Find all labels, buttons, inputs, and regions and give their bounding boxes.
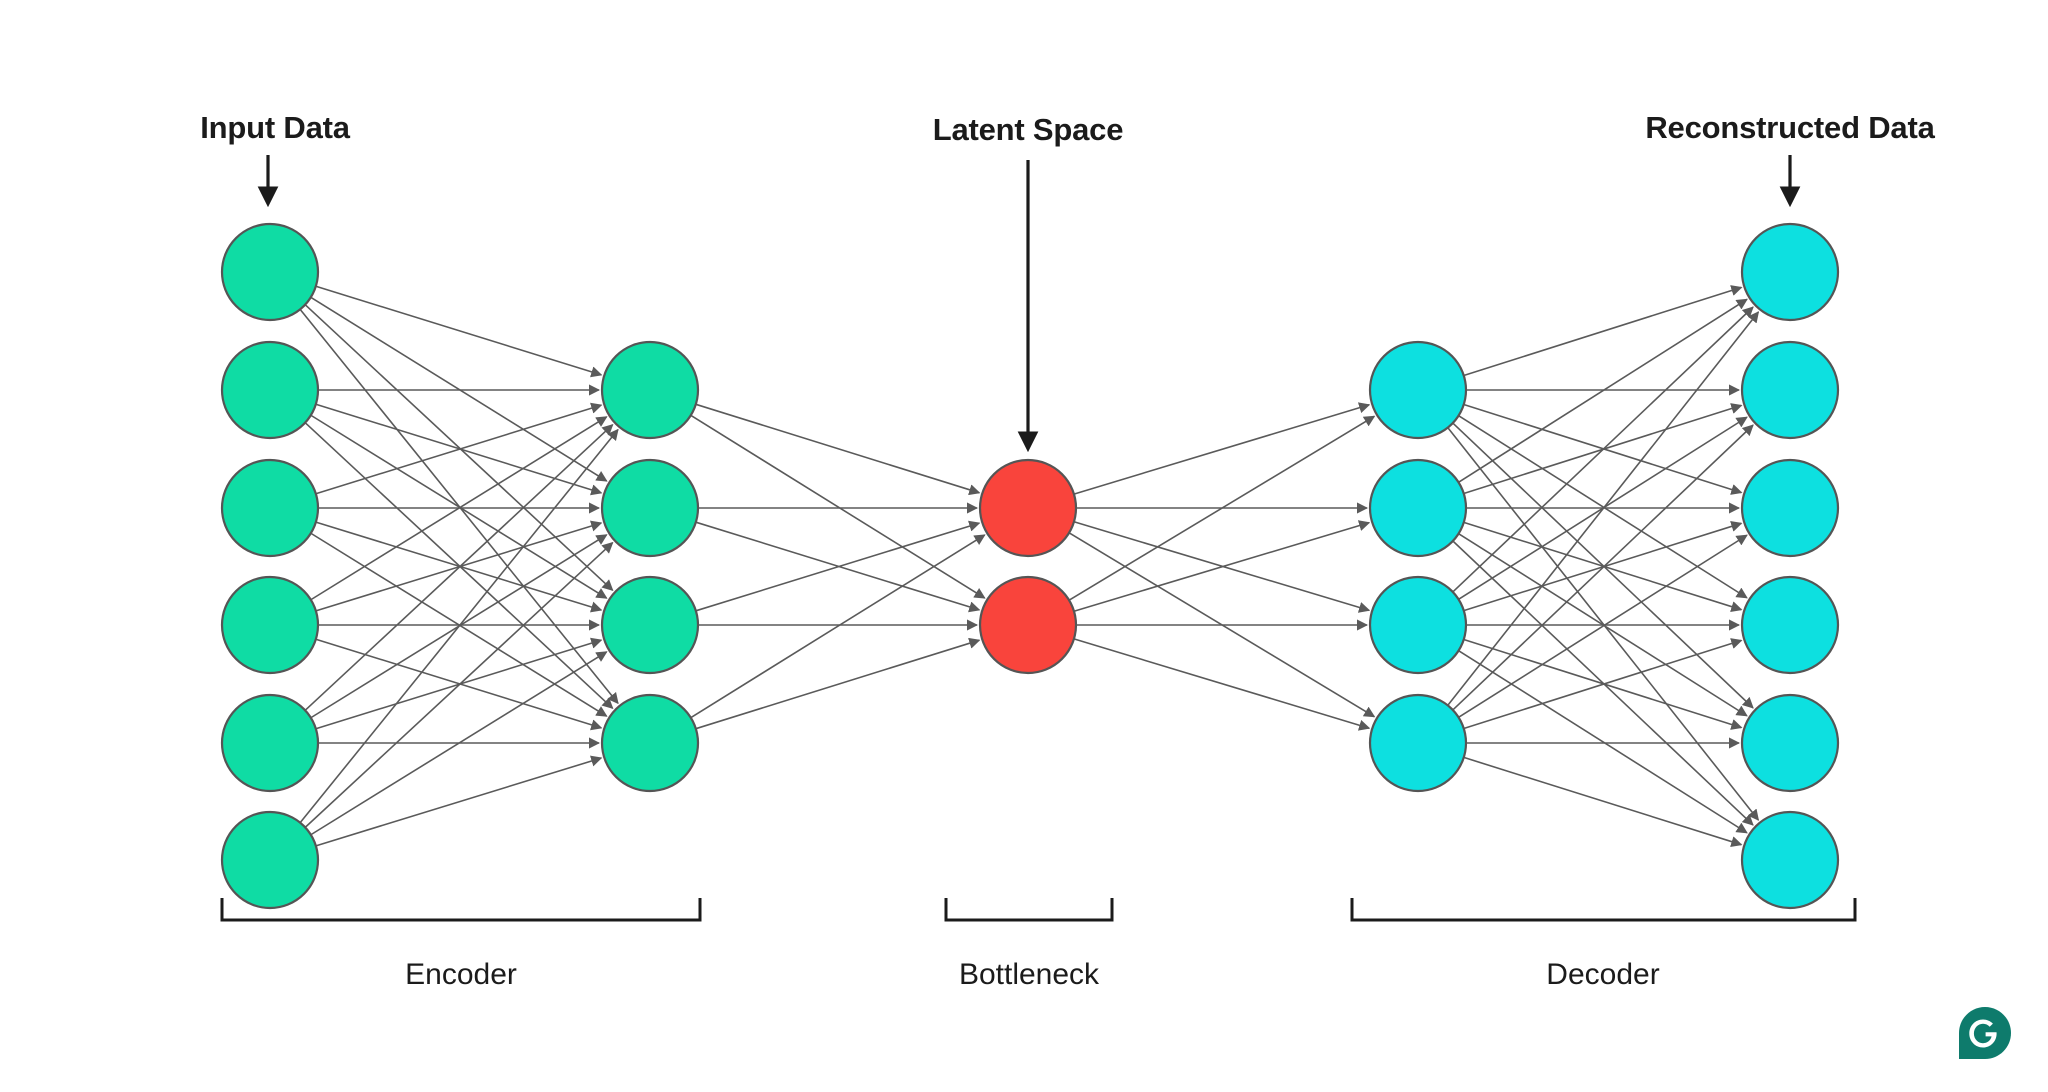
connection-edge (315, 402, 603, 495)
neuron-node-bottleneck-1[interactable] (978, 458, 1078, 558)
connection-edge (315, 638, 603, 731)
latent-space-label: Latent Space (932, 112, 1124, 147)
neuron-node-input-6[interactable] (220, 810, 320, 910)
neuron-node-input-5[interactable] (220, 693, 320, 793)
connection-edge (1463, 521, 1743, 613)
connection-edge (310, 414, 608, 599)
bottleneck-section-label: Bottleneck (958, 958, 1100, 991)
connection-edge (1073, 521, 1371, 613)
connection-edge (299, 428, 619, 824)
decoder-section-label: Decoder (1546, 958, 1660, 991)
connection-edge (304, 423, 614, 711)
connection-edge (1463, 638, 1743, 730)
connection-edge (1458, 534, 1748, 719)
neuron-node-output-2[interactable] (1740, 340, 1840, 440)
connection-edge (1447, 427, 1760, 821)
neuron-node-input-2[interactable] (220, 340, 320, 440)
connection-edge (315, 403, 603, 496)
connection-edge (695, 637, 981, 730)
neuron-node-output-6[interactable] (1740, 810, 1840, 910)
connection-edge (695, 520, 981, 612)
edge-group (299, 285, 1760, 848)
encoder-section-label: Encoder (405, 958, 517, 991)
connection-edge (1463, 638, 1743, 730)
neuron-node-decoder-hidden-3[interactable] (1368, 575, 1468, 675)
input-data-label: Input Data (200, 110, 350, 145)
connection-edge (304, 541, 614, 828)
reconstructed-data-label: Reconstructed Data (1645, 110, 1935, 145)
brand-logo-icon (1959, 1007, 2011, 1059)
neuron-node-input-4[interactable] (220, 575, 320, 675)
neuron-node-output-3[interactable] (1740, 458, 1840, 558)
neuron-node-encoder-hidden-4[interactable] (600, 693, 700, 793)
connection-edge (1458, 649, 1748, 834)
connection-edge (310, 416, 608, 601)
neuron-node-decoder-hidden-2[interactable] (1368, 458, 1468, 558)
connection-edge (1458, 298, 1748, 483)
connection-edge (695, 521, 981, 613)
connection-edge (315, 285, 603, 378)
neuron-node-output-5[interactable] (1740, 693, 1840, 793)
node-group (220, 222, 1840, 910)
neuron-node-encoder-hidden-2[interactable] (600, 458, 700, 558)
connection-edge (315, 521, 603, 613)
connection-edge (1073, 520, 1371, 612)
neuron-node-output-4[interactable] (1740, 575, 1840, 675)
connection-edge (1463, 403, 1743, 495)
connection-edge (1452, 306, 1754, 593)
connection-edge (1452, 424, 1754, 711)
bracket-group (220, 898, 1857, 922)
connection-edge (695, 403, 981, 496)
neuron-node-encoder-hidden-1[interactable] (600, 340, 700, 440)
connection-edge (304, 304, 614, 592)
neuron-node-input-1[interactable] (220, 222, 320, 322)
pointer-arrow-group (257, 155, 1801, 453)
connection-edge (1463, 285, 1743, 377)
connection-edge (310, 651, 608, 836)
connection-edge (315, 755, 603, 847)
bracket-bottleneck (944, 898, 1114, 922)
connection-edge (1463, 756, 1743, 848)
connection-edge (690, 534, 986, 719)
connection-edge (1458, 414, 1748, 599)
connection-edge (1068, 415, 1376, 601)
bracket-encoder (220, 898, 702, 922)
neuron-node-bottleneck-2[interactable] (978, 575, 1078, 675)
connection-edge (1073, 402, 1371, 495)
connection-edge (1447, 311, 1760, 706)
neuron-node-encoder-hidden-3[interactable] (600, 575, 700, 675)
connection-edge (690, 414, 986, 599)
neuron-node-decoder-hidden-1[interactable] (1368, 340, 1468, 440)
neuron-node-decoder-hidden-4[interactable] (1368, 693, 1468, 793)
neuron-node-output-1[interactable] (1740, 222, 1840, 322)
connection-edge (1073, 638, 1371, 731)
bracket-decoder (1350, 898, 1857, 922)
neuron-node-input-3[interactable] (220, 458, 320, 558)
